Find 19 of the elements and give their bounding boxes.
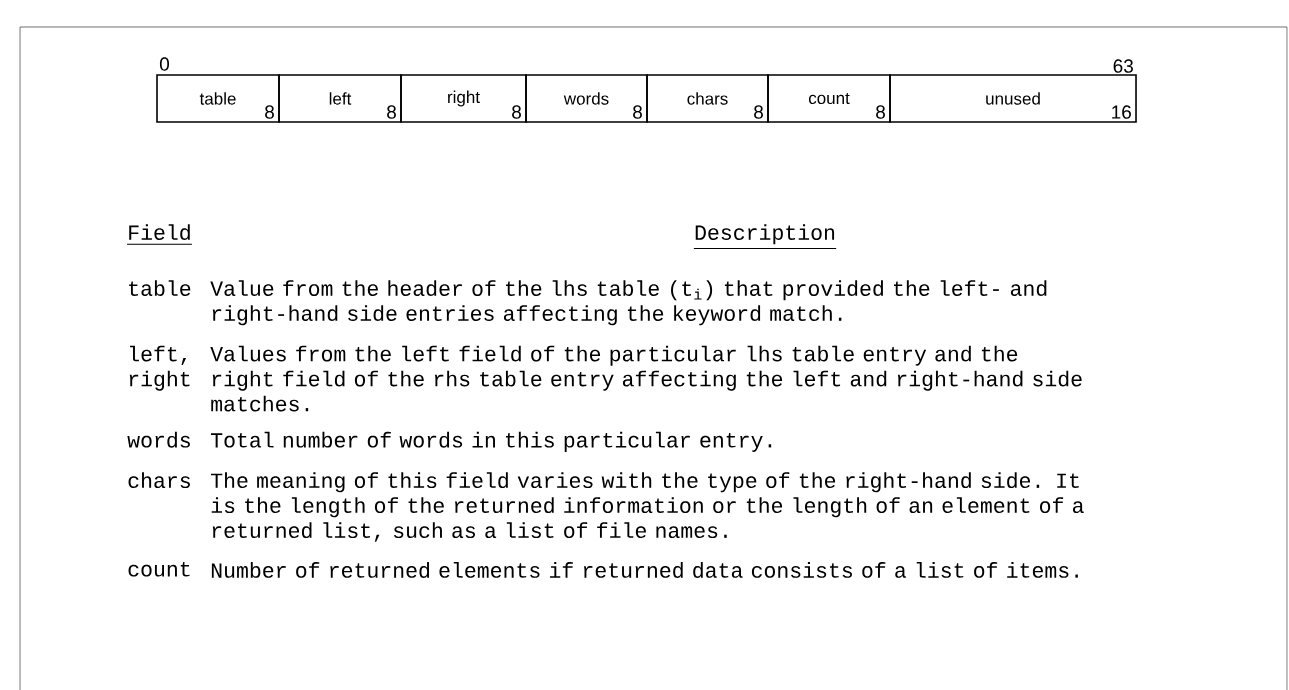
column-header: Description xyxy=(695,224,835,245)
field-description: Number of returned elements if returned data consists of a list of items. xyxy=(211,562,1078,578)
field-name: chars xyxy=(128,472,190,489)
column-header: Field xyxy=(129,224,190,241)
field-description: Total number of words in this particular entry. xyxy=(211,431,772,452)
field-box: chars 8 xyxy=(646,74,769,123)
field-box: right 8 xyxy=(400,74,527,123)
field-box: words 8 xyxy=(525,74,648,123)
field-description: The meaning of this field varies with the type of the right-hand side. It is the length of the returned information or the length of an element of a returned list, such as a list of file names. xyxy=(211,472,1084,542)
field-box: left 8 xyxy=(278,74,402,123)
field-box: count 8 xyxy=(767,74,891,123)
field-description: Value from the header of the lhs table (t$_{i}$) that provided the left- and right-hand side entries affecting the keyword match. xyxy=(210,280,1047,326)
field-name: words xyxy=(127,431,190,448)
field-box: table 8 xyxy=(156,74,280,123)
field-name: count xyxy=(128,562,190,577)
field-name: left, right xyxy=(129,345,190,391)
field-name: table xyxy=(129,280,191,296)
field-box: unused 16 xyxy=(889,74,1137,123)
field-description: Values from the left field of the particular lhs table entry and the right field of the rhs table entry affecting the left and right-hand side matches. xyxy=(210,345,1082,412)
